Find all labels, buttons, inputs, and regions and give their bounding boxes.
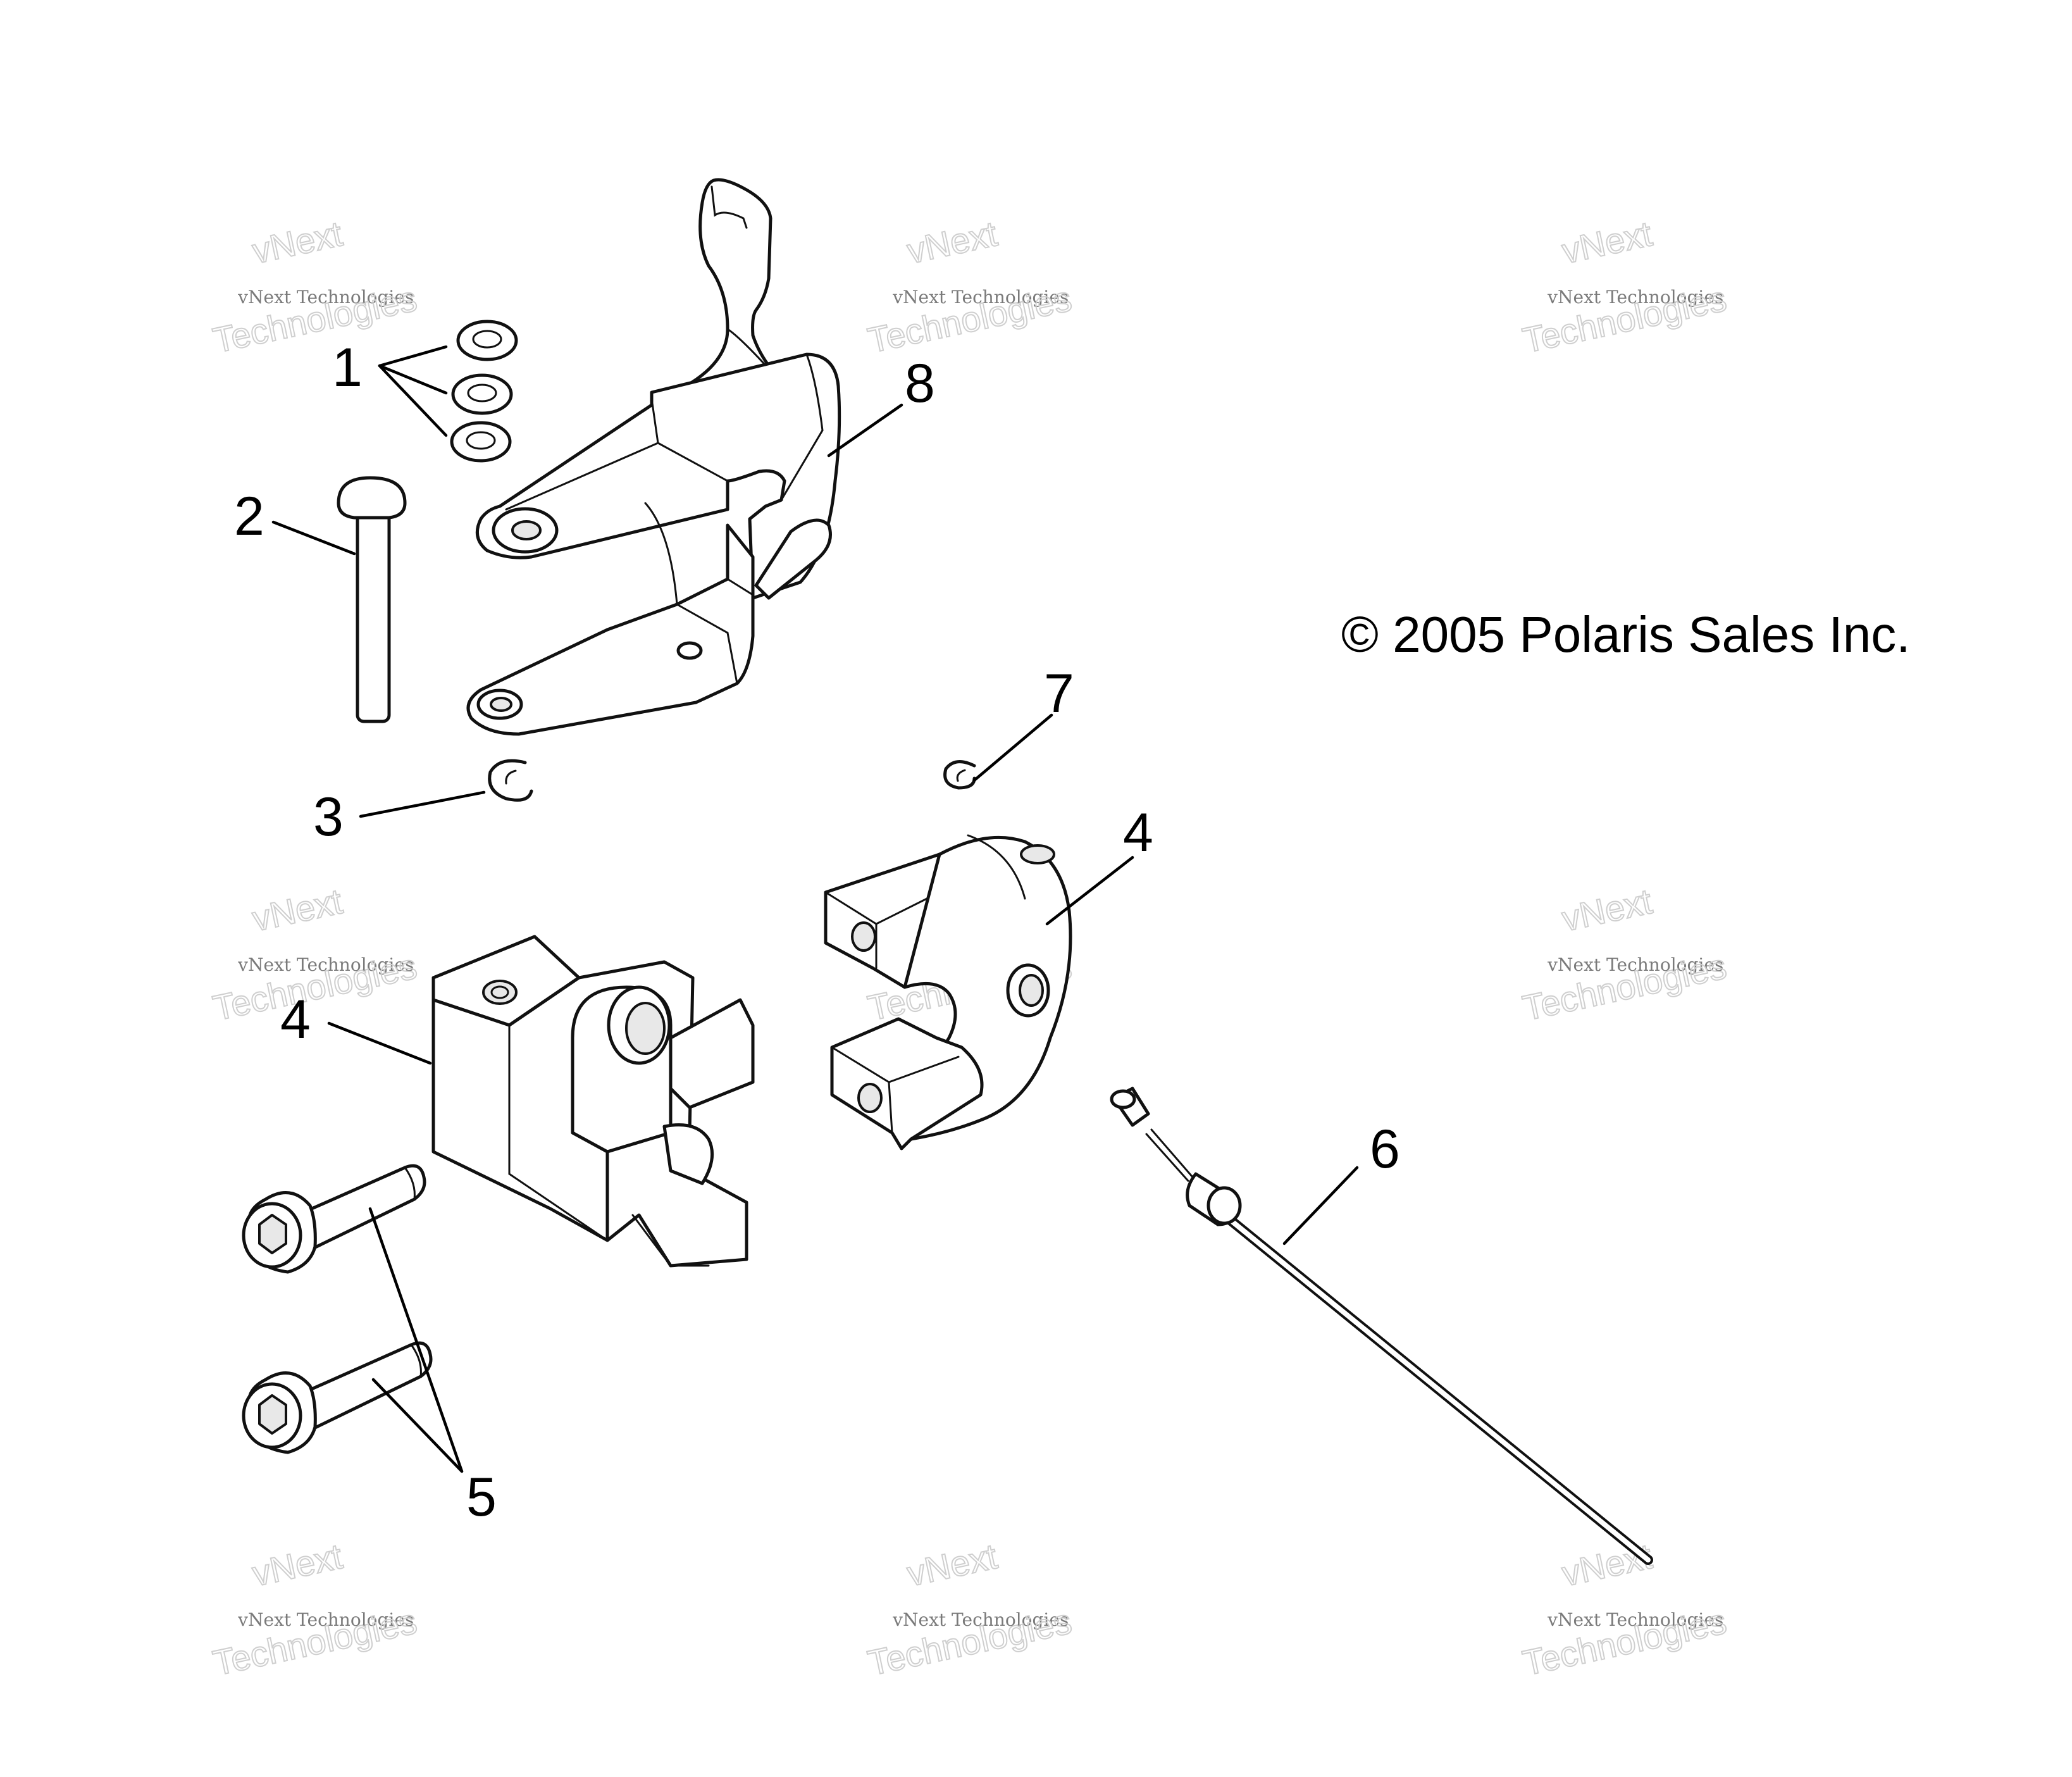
watermark-line1: vNext [1558,1536,1656,1593]
watermark-line2: vNext Technologies [892,1609,1069,1630]
shift-lever-part [466,178,841,736]
watermark-line1: vNext [249,881,346,938]
leader-5b [371,1378,464,1473]
watermark-line1: vNext [1558,881,1656,938]
callout-6: 6 [1370,1119,1400,1180]
callout-7: 7 [1044,663,1074,724]
callout-1: 1 [332,337,363,398]
watermark-line2: vNext Technologies [237,1609,414,1630]
callout-8: 8 [905,353,935,414]
watermark-line1: vNext [249,213,346,271]
watermark-line2: vNext Technologies [237,954,414,975]
c-clamp-block-right-part [824,834,1072,1150]
copyright-notice: © 2005 Polaris Sales Inc. [1341,606,1910,663]
leader-2 [271,520,356,556]
watermark: vNext vNext Technologies Technologies [864,1535,1076,1683]
leader-1c [378,364,448,437]
callout-5: 5 [466,1467,497,1528]
watermark-line1: vNext [903,213,1001,271]
watermark-line2: vNext Technologies [237,287,414,308]
leader-4a [327,1021,432,1065]
leader-1a [378,345,448,368]
watermark: vNext vNext Technologies Technologies [209,1535,421,1683]
watermark-line2: vNext Technologies [892,287,1069,308]
leader-lines [271,345,1359,1473]
watermark-line1: vNext [903,1536,1001,1593]
callout-3: 3 [313,787,344,847]
watermark: vNext vNext Technologies Technologies [1518,880,1730,1028]
watermark: vNext vNext Technologies Technologies [1518,213,1730,361]
watermark-line1: vNext [249,1536,346,1593]
e-clip-part [488,759,533,802]
socket-bolts-part [242,1164,433,1454]
cable-part [1110,1087,1653,1565]
leader-5a [368,1207,464,1473]
pin-part [337,476,407,723]
watermark-line1: vNext [1558,213,1656,271]
leader-4b [1045,856,1134,926]
callout-4-right: 4 [1123,802,1153,863]
leader-7 [972,713,1053,782]
callout-2: 2 [234,486,264,547]
watermark-line2: vNext Technologies [1547,1609,1723,1630]
watermark-line2: vNext Technologies [1547,954,1723,975]
washer-part [450,320,518,463]
watermark: vNext vNext Technologies Technologies [209,213,421,361]
leader-1b [378,364,448,395]
callout-group: 1 2 3 4 4 5 6 7 8 [234,337,1400,1528]
watermark-line2: vNext Technologies [1547,287,1723,308]
leader-6 [1282,1166,1359,1245]
callout-4-left: 4 [280,989,311,1050]
small-clip-part [943,760,976,790]
watermark: vNext vNext Technologies Technologies [864,213,1076,361]
watermark: vNext vNext Technologies Technologies [1518,1535,1730,1683]
block-housing-left-part [431,935,755,1268]
leader-3 [359,790,486,818]
leader-8 [827,403,903,458]
